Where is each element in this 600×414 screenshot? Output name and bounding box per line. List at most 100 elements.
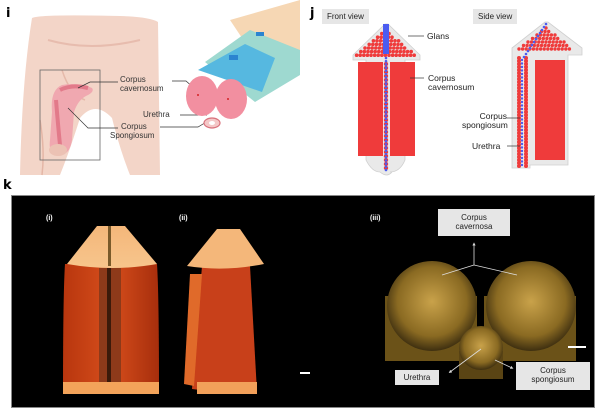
side-spongiosum-dot bbox=[517, 128, 521, 132]
glans-dot bbox=[379, 35, 383, 39]
side-urethra-dot bbox=[520, 69, 524, 72]
glans-dot bbox=[354, 53, 359, 57]
photo-iii-cross-section bbox=[385, 261, 576, 379]
glans-dot bbox=[370, 46, 374, 50]
glans-dot bbox=[377, 49, 381, 54]
side-spongiosum-dot bbox=[524, 83, 528, 87]
label-line: cavernosa bbox=[455, 222, 493, 231]
side-glans-dot bbox=[551, 40, 555, 44]
urethra-dot bbox=[384, 120, 388, 124]
side-glans-dot bbox=[525, 43, 529, 48]
side-spongiosum-dot bbox=[517, 59, 521, 63]
side-glans-dot bbox=[531, 47, 536, 51]
side-spongiosum-dot bbox=[517, 155, 521, 159]
urethra-dot bbox=[384, 111, 388, 114]
glans-dot bbox=[366, 49, 370, 54]
label-j-glans: Glans bbox=[427, 31, 450, 41]
side-glans-dot bbox=[557, 43, 562, 48]
panel-label-j: j bbox=[310, 6, 315, 21]
side-spongiosum-dot bbox=[524, 92, 528, 96]
glans-dot bbox=[366, 46, 371, 50]
side-urethra-curve-dot bbox=[534, 37, 538, 41]
side-glans-dot bbox=[547, 40, 552, 44]
front-corpus-cavernosum-right bbox=[390, 62, 415, 156]
side-spongiosum-dot bbox=[524, 137, 528, 141]
urethra-dot bbox=[384, 104, 388, 108]
scaffold-design-diagram bbox=[352, 21, 583, 176]
glans-dot bbox=[387, 53, 391, 57]
photo-label-i: (i) bbox=[46, 215, 53, 222]
side-urethra-dot bbox=[520, 107, 524, 111]
glans-dot bbox=[390, 53, 395, 57]
side-urethra-dot bbox=[520, 104, 524, 107]
side-urethra-dot bbox=[520, 62, 524, 65]
urethra-dot bbox=[384, 79, 388, 82]
side-urethra-dot bbox=[520, 72, 524, 76]
side-spongiosum-dot bbox=[524, 149, 528, 153]
urethra-dot bbox=[384, 88, 388, 92]
side-spongiosum-dot bbox=[524, 146, 528, 150]
side-spongiosum-dot bbox=[524, 116, 528, 120]
urethra-dot bbox=[384, 168, 388, 172]
glans-dot bbox=[375, 35, 380, 39]
panel-label-k: k bbox=[3, 178, 12, 193]
side-spongiosum-dot bbox=[517, 89, 521, 93]
urethra-dot bbox=[384, 95, 388, 98]
side-urethra-dot bbox=[520, 160, 524, 163]
side-glans-dot bbox=[556, 36, 560, 41]
side-glans-dot bbox=[545, 36, 549, 41]
side-spongiosum-dot bbox=[524, 68, 528, 72]
glans-dot bbox=[378, 42, 382, 47]
urethra-dot bbox=[384, 159, 388, 162]
side-spongiosum-dot bbox=[517, 125, 521, 129]
side-urethra-curve-dot bbox=[526, 49, 530, 53]
side-glans-dot bbox=[537, 40, 541, 44]
side-urethra-curve-dot bbox=[530, 43, 534, 47]
glans-dot bbox=[399, 46, 403, 50]
glans-dot bbox=[358, 53, 362, 57]
side-glans-dot bbox=[549, 33, 554, 37]
label-line: Corpus bbox=[540, 366, 566, 375]
side-spongiosum-dot bbox=[524, 80, 528, 84]
urethra-dot bbox=[384, 117, 388, 121]
side-spongiosum-dot bbox=[517, 74, 521, 78]
side-glans-dot bbox=[526, 40, 530, 44]
side-glans-dot bbox=[548, 36, 553, 41]
side-urethra-dot bbox=[520, 93, 524, 97]
side-spongiosum-dot bbox=[517, 140, 521, 144]
side-glans-dot bbox=[550, 43, 554, 48]
photo-panel: (i) (ii) (iii) Corpus cavernosa Urethra … bbox=[11, 195, 595, 408]
glans-dot bbox=[395, 46, 400, 50]
label-j-corpus-cavernosum: Corpus cavernosum bbox=[428, 74, 474, 92]
side-spongiosum-dot bbox=[524, 158, 528, 162]
photo-i-front-scaffold bbox=[63, 226, 159, 394]
urethra-dot bbox=[384, 123, 388, 127]
glans-dot bbox=[376, 53, 380, 57]
label-line: Corpus bbox=[121, 122, 147, 131]
side-urethra-curve-dot bbox=[536, 34, 540, 38]
side-glans-dot bbox=[541, 36, 545, 41]
side-glans-dot bbox=[553, 47, 557, 51]
photo-label-iii: (iii) bbox=[370, 215, 381, 222]
urethra-dot bbox=[384, 162, 388, 165]
glans-dot bbox=[392, 46, 396, 50]
glans-dot bbox=[375, 39, 379, 43]
anatomy-illustration bbox=[20, 0, 300, 176]
side-glans-dot bbox=[532, 43, 536, 48]
photo-ii-side-scaffold bbox=[184, 229, 264, 394]
zoom-region-box bbox=[39, 69, 101, 161]
glans-dot bbox=[389, 42, 393, 47]
glans-dot bbox=[405, 49, 410, 54]
side-glans-dot bbox=[549, 47, 554, 51]
urethra-dot bbox=[384, 155, 388, 159]
side-urethra-dot bbox=[520, 76, 524, 79]
side-spongiosum-dot bbox=[517, 149, 521, 153]
side-urethra-dot bbox=[520, 65, 524, 69]
urethra-dot bbox=[384, 136, 388, 140]
glans-dot bbox=[383, 53, 388, 57]
side-corpus-cavernosum bbox=[535, 60, 565, 160]
side-urethra-dot bbox=[520, 135, 524, 139]
urethra-dot bbox=[384, 75, 388, 79]
urethra-dot bbox=[384, 107, 388, 111]
glans-dot bbox=[402, 46, 407, 50]
